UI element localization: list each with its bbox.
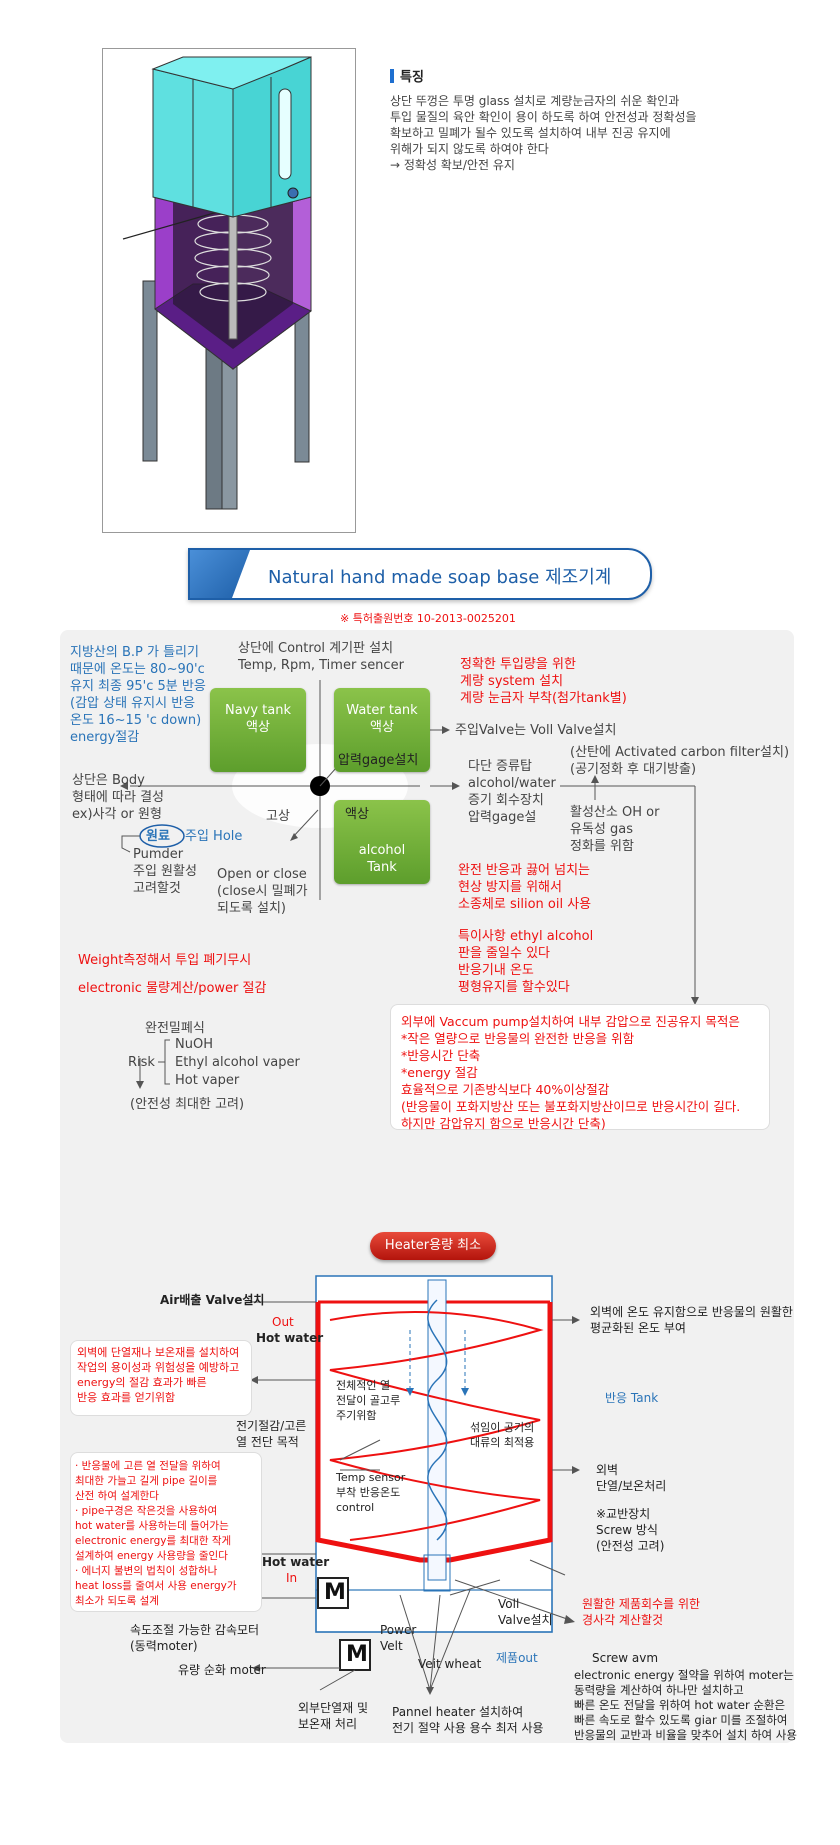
active-oxygen-note: 활성산소 OH or 유독성 gas 정화를 위함	[570, 804, 659, 855]
pressure-gage-label: 압력gage설치	[338, 752, 418, 769]
body-shape-note: 상단은 Body 형태에 따라 결성 ex)사각 or 원형	[72, 772, 164, 823]
risk-label: Risk	[128, 1054, 155, 1071]
metering-note: 정확한 투입량을 위한 계량 system 설치 계량 눈금자 부착(첨가tan…	[460, 656, 627, 707]
temp-sensor-note: Temp sensor 부착 반응온도 control	[336, 1470, 405, 1515]
electronic-note: electronic 물량계산/power 절감	[78, 980, 266, 997]
distillation-note: 다단 증류탑 alcohol/water 증기 회수장치 압력gage설	[468, 758, 556, 826]
control-panel-note: 상단에 Control 계기판 설치 Temp, Rpm, Timer senc…	[238, 640, 404, 674]
product-out-label: 제품out	[496, 1650, 538, 1666]
screw-arm-label: Screw avm	[592, 1650, 658, 1666]
overflow-note: 완전 반응과 끓어 넘치는 현상 방지를 위해서 소종체로 silion oil…	[458, 862, 591, 913]
vacuum-note-box: 외부에 Vaccum pump설치하여 내부 감압으로 진공유지 목적은 *작은…	[390, 1004, 770, 1130]
outer-insulation-note: 외부단열재 및 보온재 처리	[298, 1700, 368, 1732]
insulation-note-box: 외벽에 단열재나 보온재를 설치하여 작업의 용이성과 위험성을 예방하고 en…	[70, 1340, 252, 1416]
temperature-note: 지방산의 B.P 가 틀리기 때문에 온도는 80~90'c 유지 최종 95'…	[70, 644, 206, 746]
risk-item: Ethyl alcohol vaper	[175, 1054, 300, 1071]
outer-wall-note: 외벽 단열/보온처리	[596, 1462, 666, 1494]
power-save-note: 전기절감/고른 열 전단 목적	[236, 1418, 306, 1450]
weight-note: Weight측정해서 투입 폐기무시	[78, 952, 251, 969]
inlet-hole-label: 주입 Hole	[185, 828, 242, 845]
veit-wheat-label: Veit wheat	[418, 1656, 481, 1672]
power-belt-label: Power Velt	[380, 1622, 416, 1654]
hot-water-out-label: Hot water	[256, 1330, 323, 1346]
valve-note: 주입Valve는 Voll Valve설치	[455, 722, 616, 739]
flow-motor-label: 유량 순화 moter	[178, 1662, 266, 1678]
powder-note: Pumder 주입 원활성 고려할것	[133, 846, 197, 897]
recovery-note: 원활한 제품회수를 위한 경사각 계산할것	[582, 1596, 700, 1628]
out-label: Out	[272, 1314, 294, 1330]
mixing-note: 섞임이 공기의 대류의 최적용	[470, 1420, 534, 1450]
motor-m1: M	[320, 1580, 350, 1605]
energy-saving-note: electronic energy 절약을 위하여 moter는 동력량을 계산…	[574, 1668, 797, 1743]
in-label: In	[286, 1570, 297, 1586]
raw-material-label: 원료	[146, 828, 170, 845]
motor-m2: M	[342, 1642, 372, 1667]
sealed-label: 완전밀폐식	[145, 1020, 205, 1037]
liquid-label: 액상	[345, 806, 369, 823]
activated-carbon-note: (산탄에 Activated carbon filter설치) (공기정화 후 …	[570, 744, 789, 778]
risk-item: NuOH	[175, 1036, 213, 1053]
risk-item: Hot vaper	[175, 1072, 239, 1089]
panel-heater-note: Pannel heater 설치하여 전기 절약 사용 용수 최저 사용	[392, 1704, 544, 1736]
hot-water-in-label: Hot water	[262, 1554, 329, 1570]
open-close-note: Open or close (close시 밀폐가 되도록 설치)	[217, 866, 308, 917]
air-valve-label: Air배출 Valve설치	[160, 1292, 264, 1308]
ethyl-alcohol-note: 특이사항 ethyl alcohol 판을 줄일수 있다 반응기내 온도 평형유…	[458, 928, 593, 996]
ball-valve-label: Voll Valve설치	[498, 1596, 553, 1628]
heater-title-badge: Heater용량 최소	[370, 1232, 496, 1260]
solid-label: 고상	[266, 808, 290, 825]
pipe-design-note-box: · 반응물에 고른 열 전달을 위하여 최대한 가늘고 길게 pipe 길이를 …	[70, 1452, 262, 1612]
stirrer-note: ※교반장치 Screw 방식 (안전성 고려)	[596, 1506, 664, 1554]
navy-tank: Navy tank 액상	[210, 688, 306, 772]
speed-motor-note: 속도조절 가능한 감속모터 (동력moter)	[130, 1622, 259, 1654]
outer-wall-temp-note: 외벽에 온도 유지함으로 반응물의 원활한 평균화된 온도 부여	[590, 1304, 793, 1336]
safety-note: (안전성 최대한 고려)	[130, 1096, 244, 1113]
reaction-tank-label: 반응 Tank	[605, 1390, 658, 1406]
heat-transfer-note: 전체적인 열 전달이 골고루 주기위함	[336, 1378, 400, 1423]
